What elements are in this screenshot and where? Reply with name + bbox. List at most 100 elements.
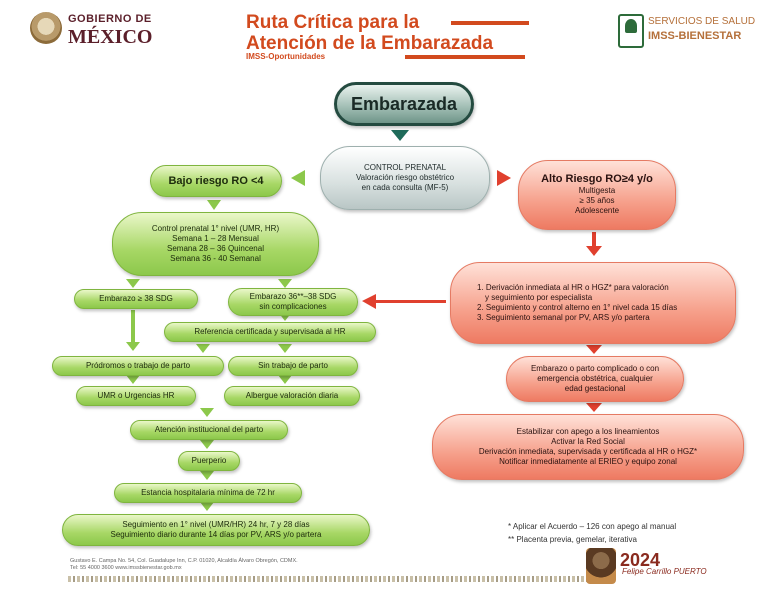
control-title: CONTROL PRENATAL: [363, 163, 447, 172]
seguimiento-line: Seguimiento diario durante 14 días por P…: [110, 530, 322, 539]
estabilizar-line: Activar la Red Social: [551, 437, 625, 446]
arrow-down-icon: [278, 279, 292, 288]
start-label: Embarazada: [350, 94, 458, 114]
footnote: * Aplicar el Acuerdo – 126 con apego al …: [508, 522, 677, 531]
high-action-line: 1. Derivación inmediata al HR o HGZ* par…: [477, 283, 669, 292]
gob-line2: MÉXICO: [68, 26, 153, 48]
atencion-label: Atención institucional del parto: [154, 425, 264, 434]
year-logo: 2024: [620, 550, 661, 570]
seguimiento-node: Seguimiento en 1° nivel (UMR/HR) 24 hr, …: [62, 514, 370, 546]
low-control-line: Semana 28 – 36 Quincenal: [167, 244, 264, 253]
arrow-down-icon: [126, 375, 140, 384]
address-line: Gustavo E. Campa No. 54, Col. Guadalupe …: [70, 558, 298, 564]
high-risk-node: Alto Riesgo RO≥4 y/o Multigesta ≥ 35 año…: [518, 160, 676, 230]
footnotes: * Aplicar el Acuerdo – 126 con apego al …: [508, 520, 676, 546]
arrow-down-icon: [126, 279, 140, 288]
seguimiento-line: Seguimiento en 1° nivel (UMR/HR) 24 hr, …: [122, 520, 310, 529]
arrow-down-icon: [586, 246, 602, 256]
title-line2: Atención de la Embarazada: [246, 33, 494, 54]
sin-trabajo-node: Sin trabajo de parto: [228, 356, 358, 376]
arrow-down-icon: [278, 344, 292, 353]
connector-line: [592, 232, 596, 248]
embarazo-38-label: Embarazo ≥ 38 SDG: [99, 294, 173, 303]
imss-bienestar-logo: SERVICIOS DE SALUD IMSS-BIENESTAR: [648, 14, 755, 44]
complicado-line: edad gestacional: [564, 384, 626, 393]
prodromos-label: Pródromos o trabajo de parto: [85, 361, 191, 370]
low-control-line: Semana 36 - 40 Semanal: [170, 254, 261, 263]
imss-line1: SERVICIOS DE SALUD: [648, 16, 756, 27]
title-decor-line: [405, 55, 525, 59]
arrow-left-icon: [362, 294, 376, 309]
gobierno-emblem-logo: [30, 12, 62, 44]
high-actions-node: 1. Derivación inmediata al HR o HGZ* par…: [450, 262, 736, 344]
atencion-parto-node: Atención institucional del parto: [130, 420, 288, 440]
low-control-node: Control prenatal 1° nivel (UMR, HR) Sema…: [112, 212, 319, 276]
high-risk-item: ≥ 35 años: [579, 196, 615, 205]
high-risk-item: Multigesta: [578, 186, 616, 195]
arrow-down-icon: [126, 342, 140, 351]
footnote: ** Placenta previa, gemelar, iterativa: [508, 535, 637, 544]
imss-line2: IMSS-BIENESTAR: [648, 30, 742, 42]
sin-trabajo-label: Sin trabajo de parto: [258, 361, 328, 370]
year-logo-subtitle: Felipe Carrillo PUERTO: [622, 567, 707, 576]
embarazo-36-node: Embarazo 36**–38 SDG sin complicaciones: [228, 288, 358, 316]
imss-logo-icon: [618, 14, 644, 48]
high-action-line: y seguimiento por especialista: [485, 293, 593, 302]
connector-line: [131, 310, 135, 346]
albergue-node: Albergue valoración diaria: [224, 386, 360, 406]
gob-line1: GOBIERNO DE: [68, 13, 152, 25]
complicado-line: Embarazo o parto complicado o con: [530, 364, 660, 373]
estabilizar-node: Estabilizar con apego a los lineamientos…: [432, 414, 744, 480]
arrow-left-icon: [291, 170, 305, 186]
footer-address: Gustavo E. Campa No. 54, Col. Guadalupe …: [70, 558, 298, 572]
low-risk-node: Bajo riesgo RO <4: [150, 165, 282, 197]
arrow-down-icon: [200, 440, 214, 449]
title-line1: Ruta Crítica para la: [246, 12, 420, 33]
estabilizar-line: Estabilizar con apego a los lineamientos: [516, 427, 660, 436]
embarazo-36-line: Embarazo 36**–38 SDG: [249, 292, 337, 301]
high-action-line: 2. Seguimiento y control alterno en 1° n…: [477, 303, 678, 312]
prodromos-node: Pródromos o trabajo de parto: [52, 356, 224, 376]
arrow-down-icon: [207, 200, 221, 210]
arrow-down-icon: [200, 471, 214, 480]
control-line3: en cada consulta (MF-5): [361, 183, 449, 192]
arrow-down-icon: [278, 375, 292, 384]
umr-urgencias-node: UMR o Urgencias HR: [76, 386, 196, 406]
embarazo-38-node: Embarazo ≥ 38 SDG: [74, 289, 198, 309]
estabilizar-line: Notificar inmediatamente al ERIEO y equi…: [499, 457, 677, 466]
connector-line: [374, 300, 446, 303]
complicado-node: Embarazo o parto complicado o con emerge…: [506, 356, 684, 402]
estabilizar-line: Derivación inmediata, supervisada y cert…: [478, 447, 698, 456]
estancia-label: Estancia hospitalaria mínima de 72 hr: [141, 488, 275, 497]
referencia-node: Referencia certificada y supervisada al …: [164, 322, 376, 342]
low-control-line: Control prenatal 1° nivel (UMR, HR): [151, 224, 280, 233]
high-risk-label: Alto Riesgo RO≥4 y/o: [541, 173, 653, 185]
high-risk-item: Adolescente: [574, 206, 620, 215]
arrow-down-icon: [200, 408, 214, 417]
control-line2: Valoración riesgo obstétrico: [355, 173, 455, 182]
arrow-down-icon: [391, 130, 409, 141]
umr-urgencias-label: UMR o Urgencias HR: [97, 391, 175, 400]
arrow-down-icon: [196, 344, 210, 353]
title-decor-line: [451, 21, 529, 25]
embarazo-36-line: sin complicaciones: [259, 302, 327, 311]
arrow-down-icon: [200, 502, 214, 511]
page-title: Ruta Crítica para la Atención de la Emba…: [246, 12, 493, 54]
referencia-label: Referencia certificada y supervisada al …: [194, 327, 346, 336]
estancia-node: Estancia hospitalaria mínima de 72 hr: [114, 483, 302, 503]
complicado-line: emergencia obstétrica, cualquier: [537, 374, 653, 383]
address-line: Tel: 55 4000 3600 www.imssbienestar.gob.…: [70, 565, 182, 571]
arrow-right-icon: [497, 170, 511, 186]
high-action-line: 3. Seguimiento semanal por PV, ARS y/o p…: [477, 313, 650, 322]
portrait-image: [586, 548, 616, 584]
gobierno-mexico-logo: GOBIERNO DE MÉXICO: [68, 13, 153, 48]
start-node-embarazada: Embarazada: [334, 82, 474, 126]
arrow-down-icon: [586, 403, 602, 412]
puerperio-node: Puerperio: [178, 451, 240, 471]
arrow-down-icon: [586, 345, 602, 354]
puerperio-label: Puerperio: [191, 456, 227, 465]
footer-decor-band: [68, 576, 588, 582]
low-control-line: Semana 1 – 28 Mensual: [172, 234, 259, 243]
low-risk-label: Bajo riesgo RO <4: [168, 175, 264, 187]
